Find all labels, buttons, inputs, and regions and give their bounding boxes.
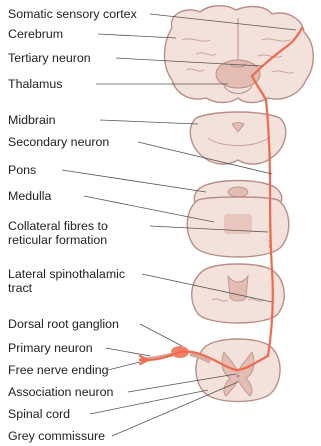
label-spinal-cord: Spinal cord xyxy=(8,407,70,421)
label-cerebrum: Cerebrum xyxy=(8,27,63,41)
label-dorsal-root-ganglion: Dorsal root ganglion xyxy=(8,317,119,331)
label-pons: Pons xyxy=(8,163,36,177)
label-lateral-line1: Lateral spinothalamic xyxy=(8,267,125,281)
label-thalamus: Thalamus xyxy=(8,77,62,91)
lower-medulla-section xyxy=(192,264,285,323)
label-collateral-fibres: Collateral fibres to reticular formation xyxy=(8,219,158,247)
midbrain-section xyxy=(190,112,285,164)
label-midbrain: Midbrain xyxy=(8,113,56,127)
label-collateral-fibres-line1: Collateral fibres to xyxy=(8,219,108,233)
cerebrum-section xyxy=(165,6,314,103)
label-collateral-fibres-line2: reticular formation xyxy=(8,233,107,247)
label-tertiary-neuron: Tertiary neuron xyxy=(8,51,91,65)
label-grey-commissure: Grey commissure xyxy=(8,429,105,443)
label-medulla: Medulla xyxy=(8,189,51,203)
label-lateral-line2: tract xyxy=(8,281,32,295)
label-free-nerve-ending: Free nerve ending xyxy=(8,363,109,377)
label-primary-neuron: Primary neuron xyxy=(8,341,93,355)
label-lateral-spinothalamic-tract: Lateral spinothalamic tract xyxy=(8,267,158,295)
label-association-neuron: Association neuron xyxy=(8,385,113,399)
label-secondary-neuron: Secondary neuron xyxy=(8,135,109,149)
medulla-section xyxy=(187,197,289,257)
label-somatic-sensory-cortex: Somatic sensory cortex xyxy=(8,7,137,21)
